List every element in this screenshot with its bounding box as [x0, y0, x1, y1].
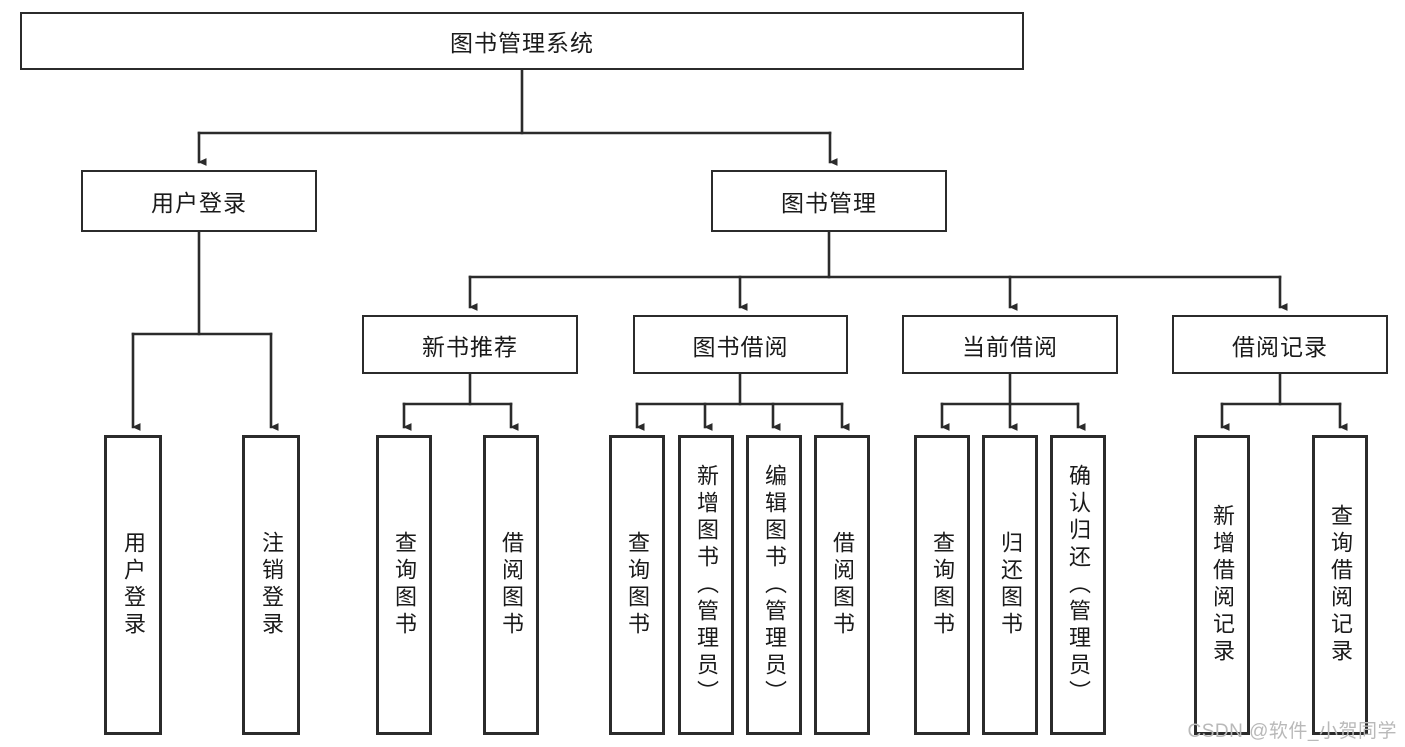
node-current-borrow[interactable]: 当前借阅 — [902, 315, 1118, 374]
leaf-current-borrow-return-book[interactable]: 归还图书 — [982, 435, 1038, 735]
leaf-label: 新增图书（管理员） — [694, 463, 719, 707]
leaf-current-borrow-query-book[interactable]: 查询图书 — [914, 435, 970, 735]
node-borrow-record[interactable]: 借阅记录 — [1172, 315, 1388, 374]
leaf-new-book-query-book[interactable]: 查询图书 — [376, 435, 432, 735]
leaf-current-borrow-confirm-return-admin[interactable]: 确认归还（管理员） — [1050, 435, 1106, 735]
leaf-borrow-record-query-record[interactable]: 查询借阅记录 — [1312, 435, 1368, 735]
leaf-label: 借阅图书 — [830, 531, 855, 639]
leaf-label: 编辑图书（管理员） — [762, 463, 787, 707]
leaf-label: 归还图书 — [998, 531, 1023, 639]
leaf-borrow-record-add-record[interactable]: 新增借阅记录 — [1194, 435, 1250, 735]
leaf-label: 查询图书 — [625, 531, 650, 639]
leaf-label: 确认归还（管理员） — [1066, 463, 1091, 707]
leaf-book-borrow-query-book[interactable]: 查询图书 — [609, 435, 665, 735]
node-label: 新书推荐 — [422, 333, 518, 360]
node-label: 用户登录 — [151, 190, 247, 216]
leaf-label: 注销登录 — [259, 531, 284, 639]
node-label: 图书借阅 — [692, 333, 789, 360]
node-user-login[interactable]: 用户登录 — [81, 170, 317, 232]
leaf-user-login-logout[interactable]: 注销登录 — [242, 435, 300, 735]
leaf-user-login-login[interactable]: 用户登录 — [104, 435, 162, 735]
node-new-book-recommend[interactable]: 新书推荐 — [362, 315, 578, 374]
leaf-book-borrow-edit-book-admin[interactable]: 编辑图书（管理员） — [746, 435, 802, 735]
leaf-book-borrow-add-book-admin[interactable]: 新增图书（管理员） — [678, 435, 734, 735]
leaf-label: 用户登录 — [121, 531, 146, 639]
node-label: 图书管理 — [781, 190, 877, 216]
leaf-label: 借阅图书 — [499, 531, 524, 639]
node-label: 图书管理系统 — [450, 30, 594, 56]
node-book-management[interactable]: 图书管理 — [711, 170, 947, 232]
node-root-book-management-system[interactable]: 图书管理系统 — [20, 12, 1024, 70]
node-label: 借阅记录 — [1232, 333, 1328, 360]
leaf-label: 查询图书 — [392, 531, 417, 639]
leaf-label: 新增借阅记录 — [1210, 504, 1235, 666]
leaf-label: 查询图书 — [930, 531, 955, 639]
node-book-borrow[interactable]: 图书借阅 — [633, 315, 848, 374]
watermark: CSDN @软件_小贺同学 — [1187, 721, 1397, 742]
node-label: 当前借阅 — [962, 333, 1058, 360]
leaf-label: 查询借阅记录 — [1328, 504, 1353, 666]
leaf-book-borrow-borrow-book[interactable]: 借阅图书 — [814, 435, 870, 735]
leaf-new-book-borrow-book[interactable]: 借阅图书 — [483, 435, 539, 735]
